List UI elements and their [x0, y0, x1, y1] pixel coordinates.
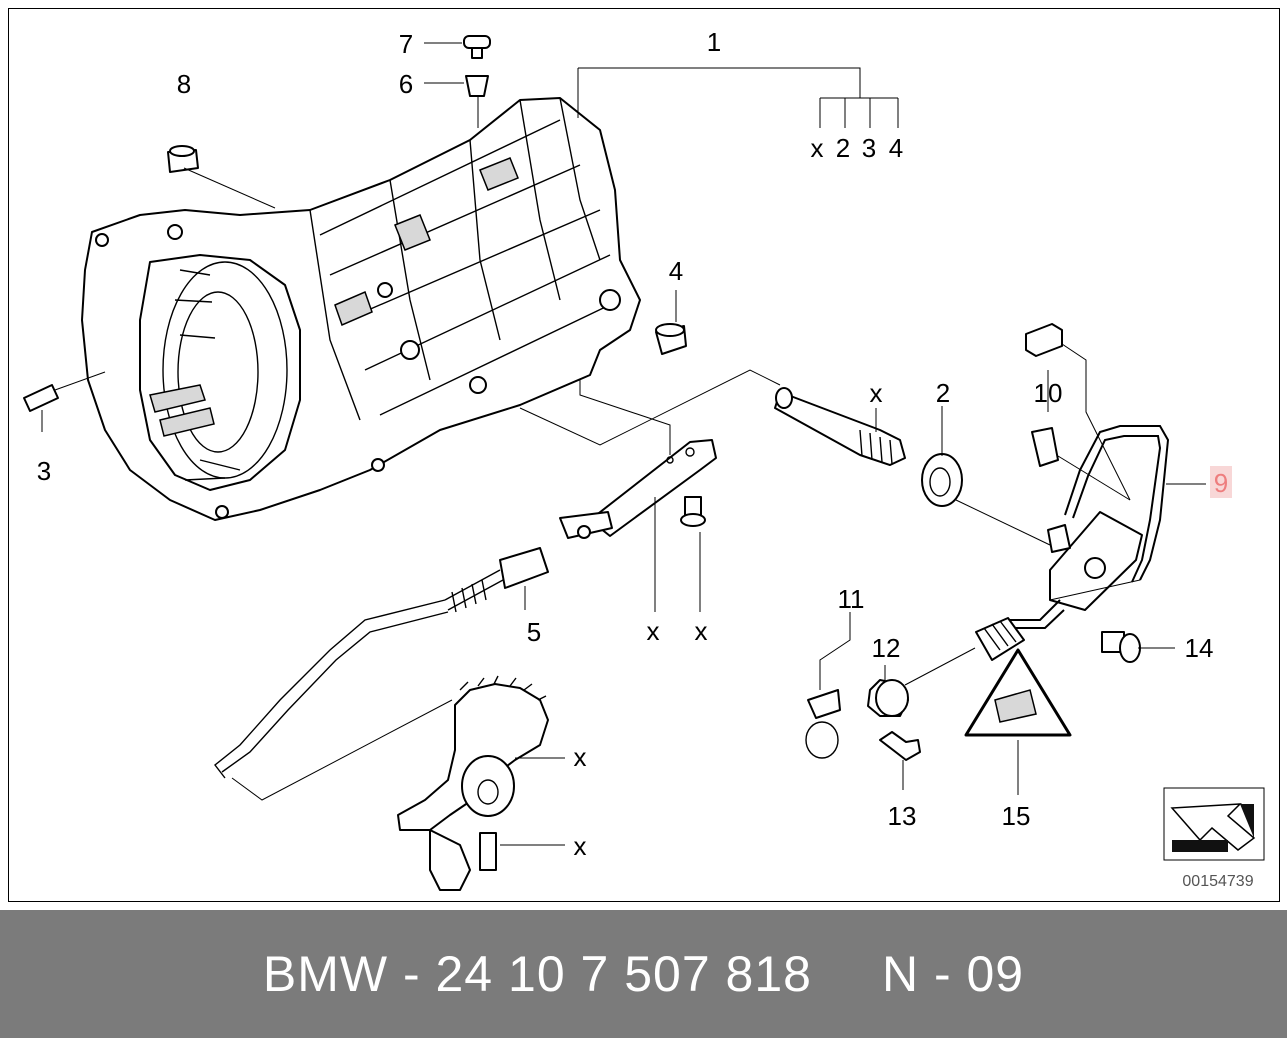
- callout-3: 3: [37, 456, 51, 486]
- plug-connector[interactable]: [975, 617, 1025, 661]
- part-9-wiring-harness[interactable]: [1010, 425, 1170, 629]
- callout-6: 6: [399, 69, 413, 99]
- callout-x-bolt: x: [695, 616, 708, 646]
- callout-4: 4: [669, 256, 683, 286]
- detent-sector[interactable]: [397, 675, 549, 891]
- callout-4-group-1: 4: [889, 133, 903, 163]
- callout-x-shaft: x: [870, 378, 883, 408]
- callout-11: 11: [838, 584, 865, 614]
- callout-15: 15: [1002, 801, 1031, 831]
- part-3-dowel-pin[interactable]: [23, 384, 59, 412]
- transmission-housing[interactable]: [81, 97, 641, 521]
- callout-13: 13: [888, 801, 917, 831]
- callout-x-group-1: x: [811, 133, 824, 163]
- callout-14: 14: [1185, 633, 1214, 663]
- part-11-bracket[interactable]: [805, 689, 841, 759]
- part-14-bolt[interactable]: [1101, 631, 1141, 663]
- callout-2-group-1: 2: [836, 133, 850, 163]
- callout-8: 8: [177, 69, 191, 99]
- leader-lines: [41, 42, 1206, 846]
- callout-5: 5: [527, 617, 541, 647]
- callout-9-highlight-box: [1210, 466, 1232, 498]
- part-10-clip-upper[interactable]: [1025, 323, 1063, 357]
- callout-x-pin: x: [574, 831, 587, 861]
- part-8-plug[interactable]: [167, 145, 199, 173]
- callout-12: 12: [872, 633, 901, 663]
- part-12-sleeve[interactable]: [867, 679, 909, 717]
- callout-10: 10: [1034, 378, 1063, 408]
- part-10-clip-lower[interactable]: [1031, 427, 1059, 467]
- selector-lever[interactable]: [559, 439, 717, 539]
- part-5-selector-cable[interactable]: [214, 547, 549, 779]
- footer-caption: BMW - 24 10 7 507 818 N - 09: [0, 910, 1287, 1038]
- callout-2: 2: [936, 378, 950, 408]
- part-number: BMW - 24 10 7 507 818: [262, 946, 812, 1002]
- selector-shaft[interactable]: [774, 387, 906, 466]
- part-4-plug[interactable]: [655, 323, 687, 355]
- callout-x-sector: x: [574, 742, 587, 772]
- footer-bar: BMW - 24 10 7 507 818 N - 09: [0, 910, 1287, 1038]
- callout-1: 1: [707, 27, 721, 57]
- diagram-position: N - 09: [881, 946, 1025, 1002]
- callout-7: 7: [399, 29, 413, 59]
- part-2-shaft-seal[interactable]: [921, 453, 963, 507]
- bolt-x[interactable]: [680, 496, 706, 527]
- callout-x-lever: x: [647, 616, 660, 646]
- drawing-number: 00154739: [1182, 873, 1253, 890]
- exploded-parts-diagram: 1 x 2 3 4 7 6 8 4 3 x 2 10 9 5 x x 11 12…: [23, 27, 1265, 891]
- orientation-arrow-box: [1163, 787, 1265, 861]
- callout-3-group-1: 3: [862, 133, 876, 163]
- part-7-breather-cap[interactable]: [463, 35, 491, 59]
- part-13-bolt[interactable]: [879, 731, 921, 761]
- part-6-plug[interactable]: [465, 75, 489, 97]
- part-15-label[interactable]: [964, 648, 1072, 737]
